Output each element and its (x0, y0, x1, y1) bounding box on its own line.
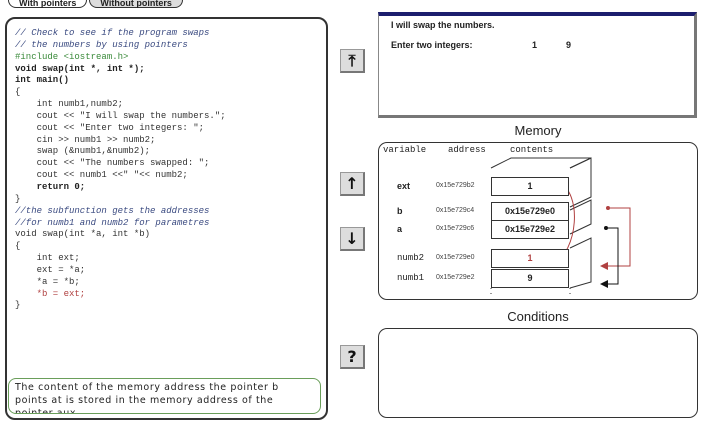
header-contents: contents (510, 145, 554, 155)
memory-contents: 1 (491, 249, 569, 268)
code-line: cout << "Enter two integers: "; (15, 122, 205, 133)
pointer-a-arrow (600, 226, 619, 288)
header-address: address (448, 145, 486, 155)
block-top-face (490, 157, 592, 169)
memory-title: Memory (514, 123, 562, 138)
tab-with-pointers[interactable]: With pointers (8, 0, 88, 8)
code-line: } (15, 193, 21, 204)
code-line: int ext; (15, 253, 80, 264)
help-button[interactable]: ? (340, 345, 365, 369)
block-side-face-bottom (569, 237, 592, 289)
code-line: cin >> numb1 >> numb2; (15, 134, 156, 145)
memory-address: 0x15e729c6 (436, 225, 475, 232)
console-line-2-label: Enter two integers: (391, 40, 473, 50)
header-variable: variable (383, 145, 427, 155)
code-line: ext = *a; (15, 264, 86, 275)
code-line: swap (&numb1,&numb2); (15, 146, 151, 157)
code-line: #include <iostream.h> (15, 51, 129, 62)
memory-address: 0x15e729e2 (436, 274, 475, 281)
code-line: cout << "I will swap the numbers."; (15, 110, 226, 121)
code-line: // Check to see if the program swaps (15, 28, 210, 38)
code-line: int numb1,numb2; (15, 99, 124, 110)
memory-contents: 0x15e729e2 (491, 220, 569, 239)
memory-variable: b (397, 206, 403, 216)
code-line: // the numbers by using pointers (15, 39, 188, 50)
go-to-start-button[interactable]: ⤒ (340, 49, 365, 73)
code-line: void swap(int *, int *); (15, 63, 145, 74)
block-side-face-mid (569, 199, 592, 235)
code-line: { (15, 241, 21, 252)
code-line: //for numb1 and numb2 for parametres (15, 217, 210, 228)
code-line: *a = *b; (15, 276, 80, 287)
code-line: { (15, 87, 21, 98)
memory-address: 0x15e729c4 (436, 207, 475, 214)
memory-address: 0x15e729b2 (436, 182, 475, 189)
code-line: return 0; (15, 181, 86, 192)
conditions-panel (378, 328, 698, 418)
conditions-title: Conditions (507, 309, 569, 324)
block-side-face-top (569, 157, 592, 208)
memory-variable: a (397, 224, 403, 234)
code-line: //the subfunction gets the addresses (15, 205, 210, 216)
memory-panel (378, 142, 698, 300)
console-input-2: 9 (566, 40, 572, 50)
view-tabs: With pointers Without pointers (8, 0, 183, 10)
code-listing: // Check to see if the program swaps// t… (15, 28, 226, 312)
console-output: I will swap the numbers. Enter two integ… (378, 12, 697, 118)
step-back-button[interactable]: ↑ (340, 172, 365, 196)
memory-variable: ext (397, 181, 411, 191)
step-forward-button[interactable]: ↓ (340, 227, 365, 251)
console-line-1: I will swap the numbers. (391, 20, 495, 30)
memory-variable: numb2 (397, 253, 425, 263)
code-line: cout << "The numbers swapped: "; (15, 158, 210, 169)
memory-contents: 1 (491, 177, 569, 196)
memory-address: 0x15e729e0 (436, 254, 475, 261)
console-input-1: 1 (532, 40, 538, 50)
code-line: int main() (15, 75, 70, 86)
code-line: *b = ext; (15, 288, 86, 299)
code-line: void swap(int *a, int *b) (15, 229, 151, 240)
tab-without-pointers[interactable]: Without pointers (89, 0, 183, 8)
step-description: The content of the memory address the po… (8, 378, 321, 414)
code-line: } (15, 300, 21, 311)
memory-contents: 9 (491, 269, 569, 288)
memory-contents: 0x15e729e0 (491, 202, 569, 221)
code-panel: // Check to see if the program swaps// t… (5, 17, 328, 420)
memory-variable: numb1 (397, 273, 425, 283)
pointer-b-arrow (600, 206, 631, 270)
code-line: cout << numb1 <<" "<< numb2; (15, 170, 188, 181)
